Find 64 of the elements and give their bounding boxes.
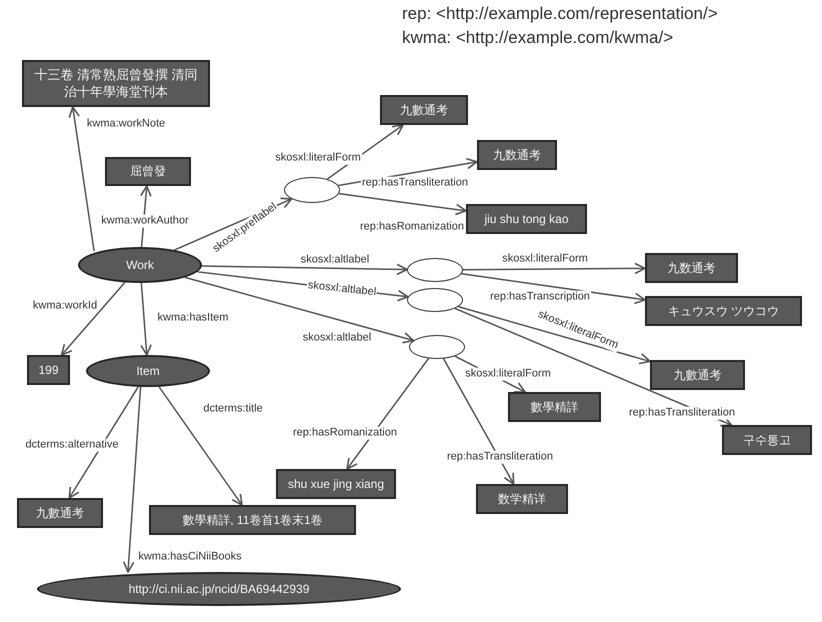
arrow xyxy=(122,386,142,573)
arrow xyxy=(461,273,646,304)
node-text: 九數通考 xyxy=(674,368,722,382)
node-text: 数学精详 xyxy=(498,492,546,506)
edge-label: skosxl:literalForm xyxy=(464,368,552,380)
node-text: Item xyxy=(136,364,160,378)
node-text: 199 xyxy=(38,362,59,378)
blank-ellipse xyxy=(407,288,463,312)
arrow xyxy=(140,282,152,356)
edge-label: kwma:workId xyxy=(32,300,98,312)
literal-box xyxy=(17,498,103,528)
blank-ellipse xyxy=(284,177,340,203)
node-text: shu xue jing xiang xyxy=(288,476,384,492)
edge-label: rep:hasTransliteration xyxy=(628,406,736,420)
node-text: 九数通考 xyxy=(493,148,541,162)
arrow xyxy=(60,282,126,356)
edge-label: skosxl:literalForm xyxy=(274,152,362,164)
arrow xyxy=(338,192,467,216)
node-text: 九數通考 xyxy=(400,102,448,118)
node-text: 屈曾發 xyxy=(130,164,166,179)
edge-label: rep:hasTransliteration xyxy=(361,176,469,190)
node-text: jiu shu tong kao xyxy=(484,212,569,226)
node-text: 十三卷 清常熟屈曾發撰 清同治十年學海堂刊本 xyxy=(33,67,199,100)
node-text: 數學精詳 xyxy=(530,400,578,414)
blank-ellipse xyxy=(407,258,463,282)
literal-box xyxy=(645,253,738,283)
arrow xyxy=(462,262,646,274)
node-text: 九數通考 xyxy=(36,506,84,520)
literal-box xyxy=(22,60,210,107)
node-text: http://ci.nii.ac.jp/ncid/BA69442939 xyxy=(128,582,310,596)
node-text: キュウスウ ツウコウ xyxy=(668,304,780,318)
edge-label: rep:hasRomanization xyxy=(292,426,398,440)
literal-box xyxy=(149,505,356,535)
blank-ellipse xyxy=(409,335,465,359)
arrow xyxy=(442,358,514,485)
node-text: 구수통고 xyxy=(743,432,791,448)
literal-box xyxy=(645,296,802,326)
node-text: 數學精詳, 11卷首1卷末1卷 xyxy=(182,512,323,528)
node-text: Work xyxy=(126,258,154,272)
arrow xyxy=(202,264,408,276)
arrow xyxy=(68,386,139,499)
literal-box xyxy=(477,140,557,170)
arrow xyxy=(68,106,95,252)
literal-box xyxy=(722,425,812,455)
literal-box xyxy=(276,469,396,499)
literal-box xyxy=(27,355,70,385)
arrow xyxy=(346,358,430,470)
literal-box xyxy=(508,392,601,422)
arrow xyxy=(184,276,414,344)
literal-box xyxy=(476,484,568,514)
edge-label: dcterms:alternative xyxy=(24,438,120,452)
edge-label: rep:hasTransliteration xyxy=(446,450,554,464)
prefix-note: rep: <http://example.com/representation/> xyxy=(402,4,718,24)
node-text: 九数通考 xyxy=(668,260,716,276)
edge-label: rep:hasTranscription xyxy=(489,290,591,304)
literal-box xyxy=(380,95,468,125)
literal-box xyxy=(105,157,191,186)
literal-box xyxy=(650,360,745,390)
arrow xyxy=(458,306,651,364)
edge-label: kwma:workAuthor xyxy=(100,214,190,228)
edge-label: rep:hasRomanization xyxy=(359,220,465,234)
literal-box xyxy=(466,204,587,234)
prefix-note: kwma: <http://example.com/kwma/> xyxy=(402,28,674,48)
arrow xyxy=(454,308,732,427)
